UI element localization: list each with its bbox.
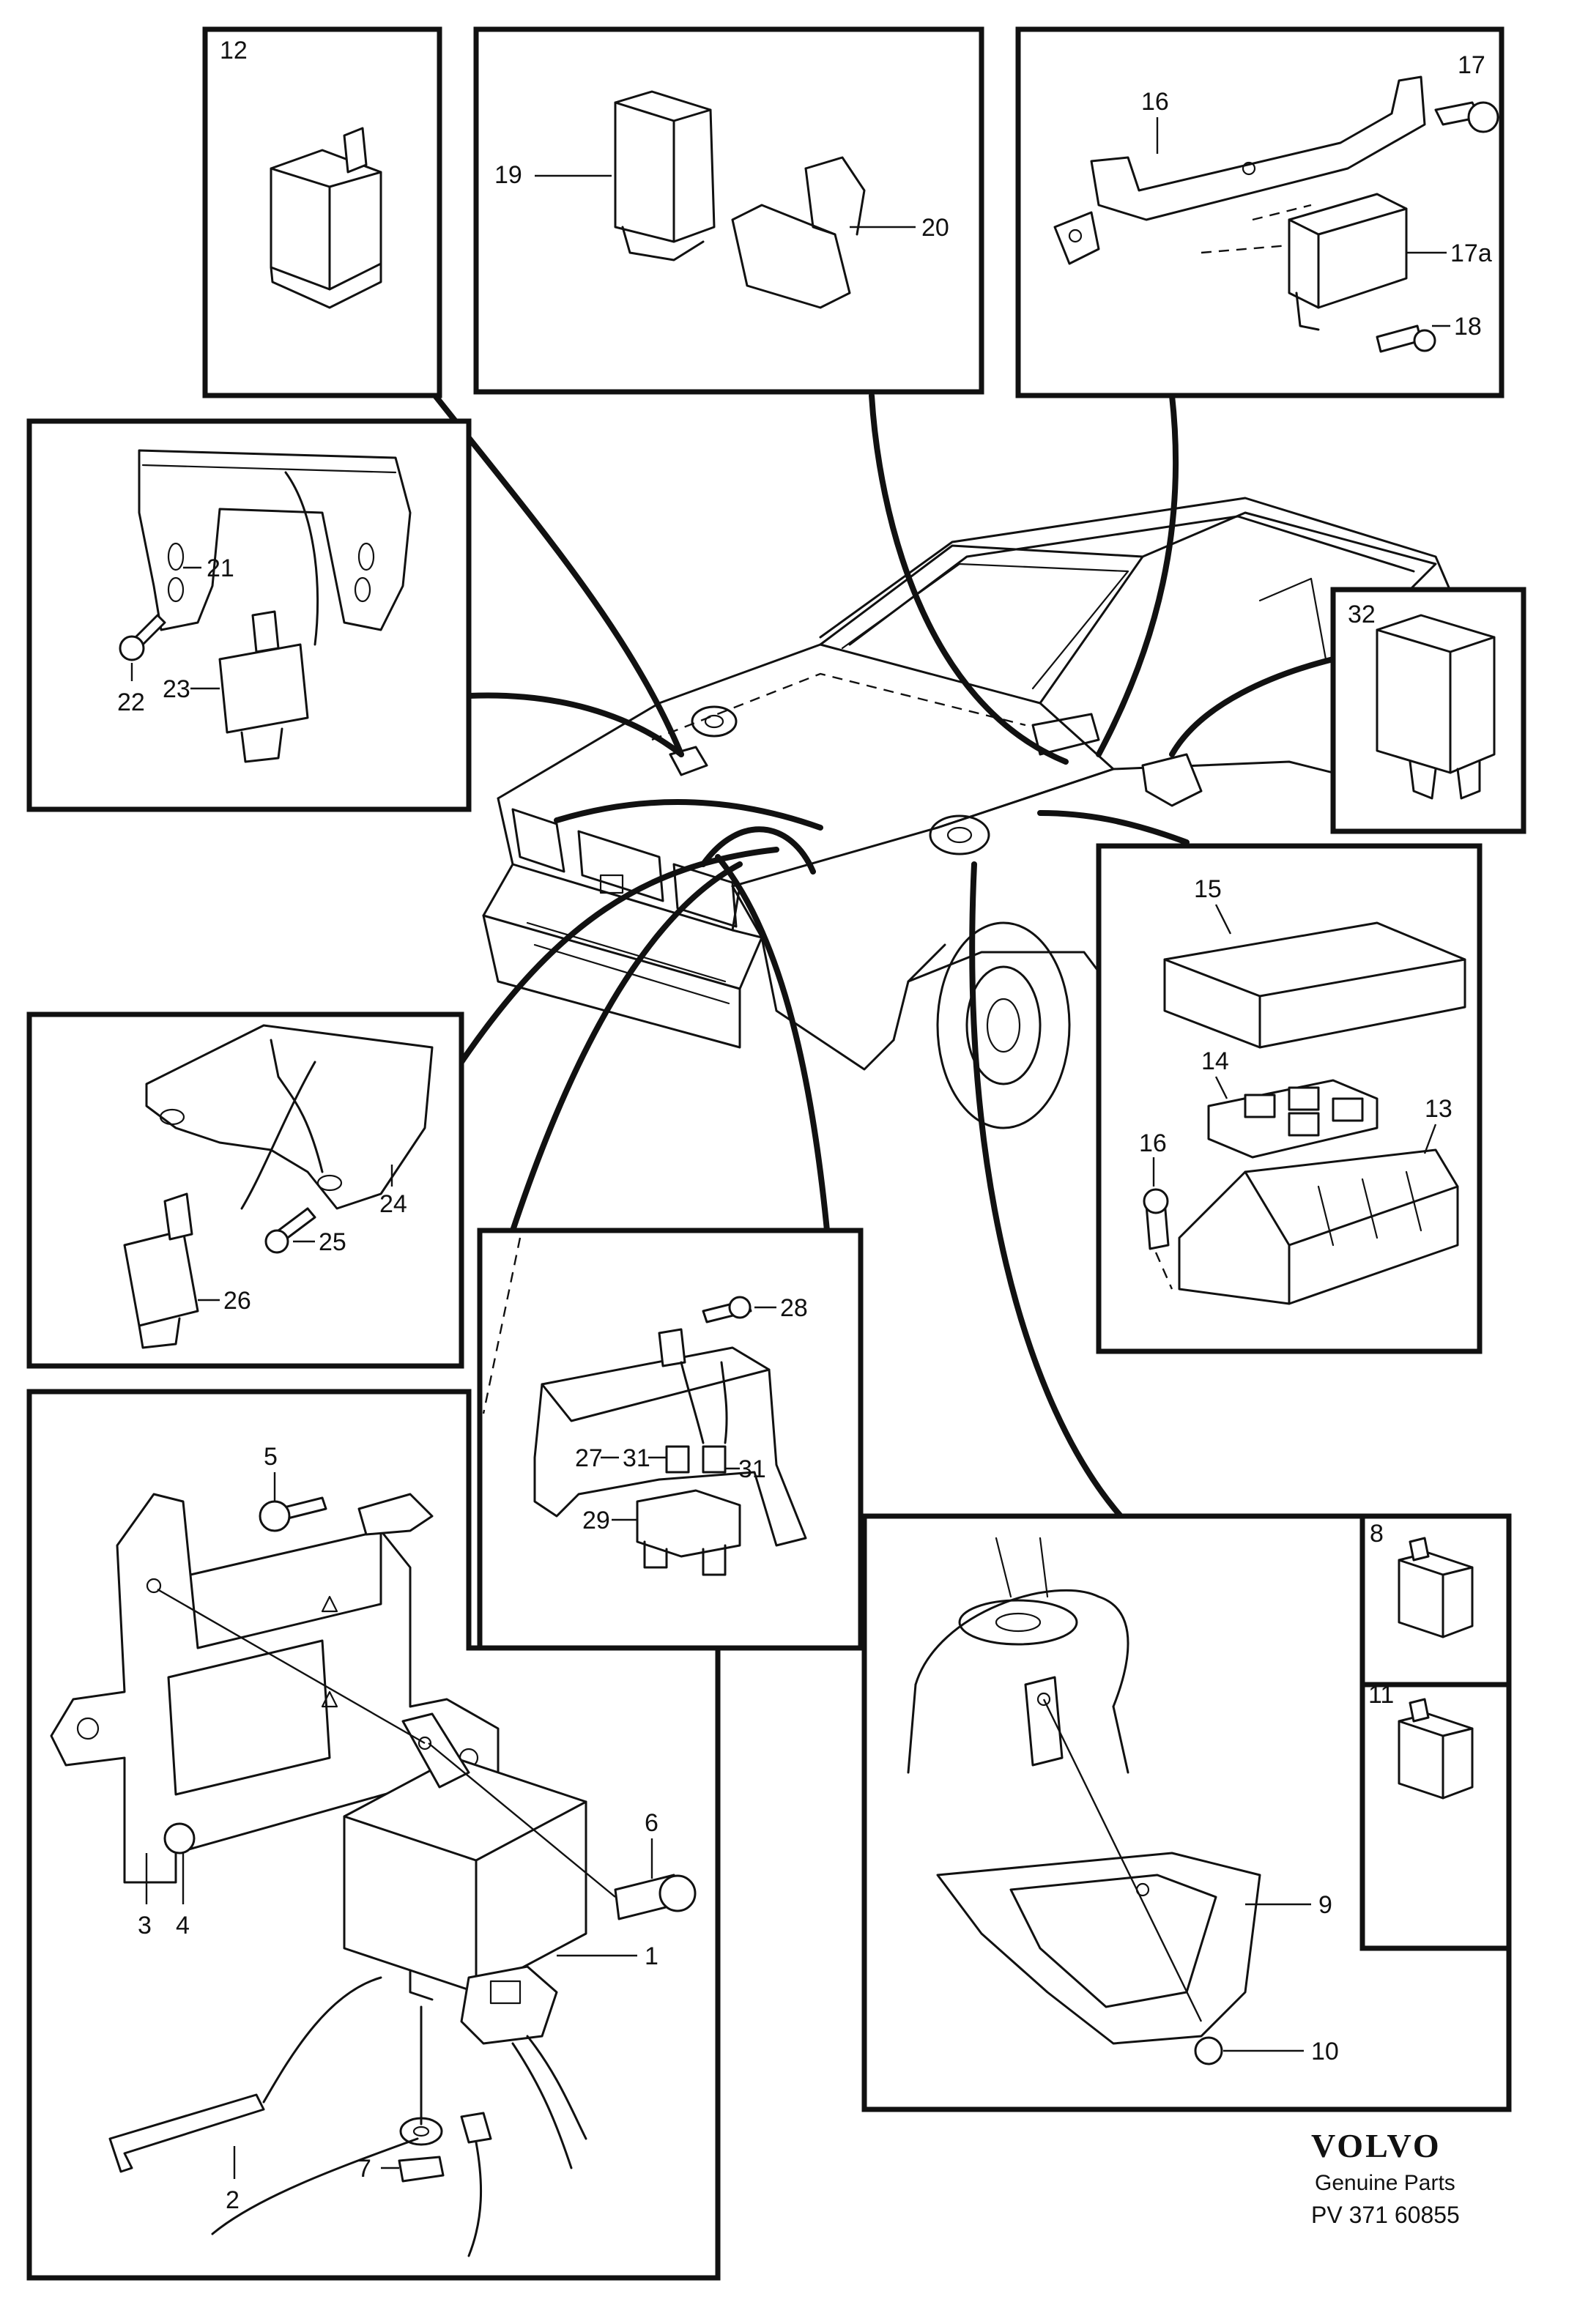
callout-21: 20 [921,214,949,242]
arrow-relay-20-21 [869,393,1069,765]
callout-8: 8 [1370,1520,1384,1548]
callout-5: 5 [264,1443,278,1471]
panel-relay-12: 12 [202,26,442,398]
panel-relay-8-11: 8 11 9 10 [861,1513,1512,2112]
arrow-relay-17-19 [1096,393,1179,757]
car-illustration [482,497,1459,1129]
callout-2: 2 [226,2186,240,2214]
callout-22: 21 [207,554,234,582]
callout-27: 26 [223,1287,251,1315]
callout-6: 6 [645,1809,658,1837]
callout-16: 16 [1139,1129,1167,1157]
callout-17a: 17 [1458,51,1485,79]
callout-3: 3 [138,1912,152,1939]
callout-29: 28 [780,1294,808,1322]
brand-wordmark: VOLVO [1311,2127,1442,2164]
arrow-relay-28-31-b [715,854,831,1241]
callout-13: 13 [1425,1095,1452,1123]
arrow-headlight [554,799,823,831]
callout-11: 11 [1368,1681,1394,1709]
callout-9: 9 [1318,1891,1332,1919]
callout-15: 15 [1194,875,1222,903]
panel-relay-17-19: 16 17 17a 18 [1015,26,1504,398]
arrow-relay-25-27 [459,847,779,1065]
arrow-relay-28-31 [510,861,743,1233]
callout-28: 27 [575,1444,603,1472]
panel-relay-22-24: 21 22 23 [26,418,472,812]
callout-23: 22 [117,688,145,716]
arrow-relay-12 [429,389,684,757]
callout-26: 25 [319,1228,346,1256]
panel-relay-32: 32 [1330,587,1526,834]
panel-relay-20-21: 19 20 [473,26,984,395]
callout-17: 16 [1141,88,1169,116]
callout-7: 7 [357,2155,371,2183]
arrow-relay-32 [1169,656,1336,757]
arrow-fuse-box [1037,810,1190,845]
callout-32: 32 [1348,601,1376,628]
arrow-relay-8-11 [969,861,1124,1519]
callout-12: 12 [220,37,248,64]
callout-30: 29 [582,1507,610,1534]
panel-relay-28-31: 28 27 31 31 29 [477,1228,864,1651]
panel-fuse-box-13-16: 15 14 16 13 [1096,843,1483,1354]
brand-part-code: PV 371 60855 [1311,2202,1460,2228]
callout-10: 10 [1311,2038,1339,2065]
branding-block: VOLVO Genuine Parts PV 371 60855 [1311,2127,1460,2228]
brand-subtitle: Genuine Parts [1315,2171,1455,2195]
callout-31a: 31 [623,1444,650,1472]
callout-4: 4 [176,1912,190,1939]
panel-relay-1-7: 5 6 1 3 4 2 7 [26,1389,721,2281]
callout-31b: 31 [738,1455,766,1483]
arrow-front-left [700,826,816,875]
callout-25: 24 [379,1190,407,1218]
callout-14: 14 [1201,1047,1229,1075]
callout-19: 18 [1454,313,1482,341]
callout-24: 23 [163,675,190,703]
callout-20: 19 [494,161,522,189]
callout-1: 1 [645,1942,658,1970]
arrow-relay-22-24 [466,692,684,757]
panel-relay-25-27: 24 25 26 [26,1011,464,1369]
callout-18: 17a [1450,240,1492,267]
